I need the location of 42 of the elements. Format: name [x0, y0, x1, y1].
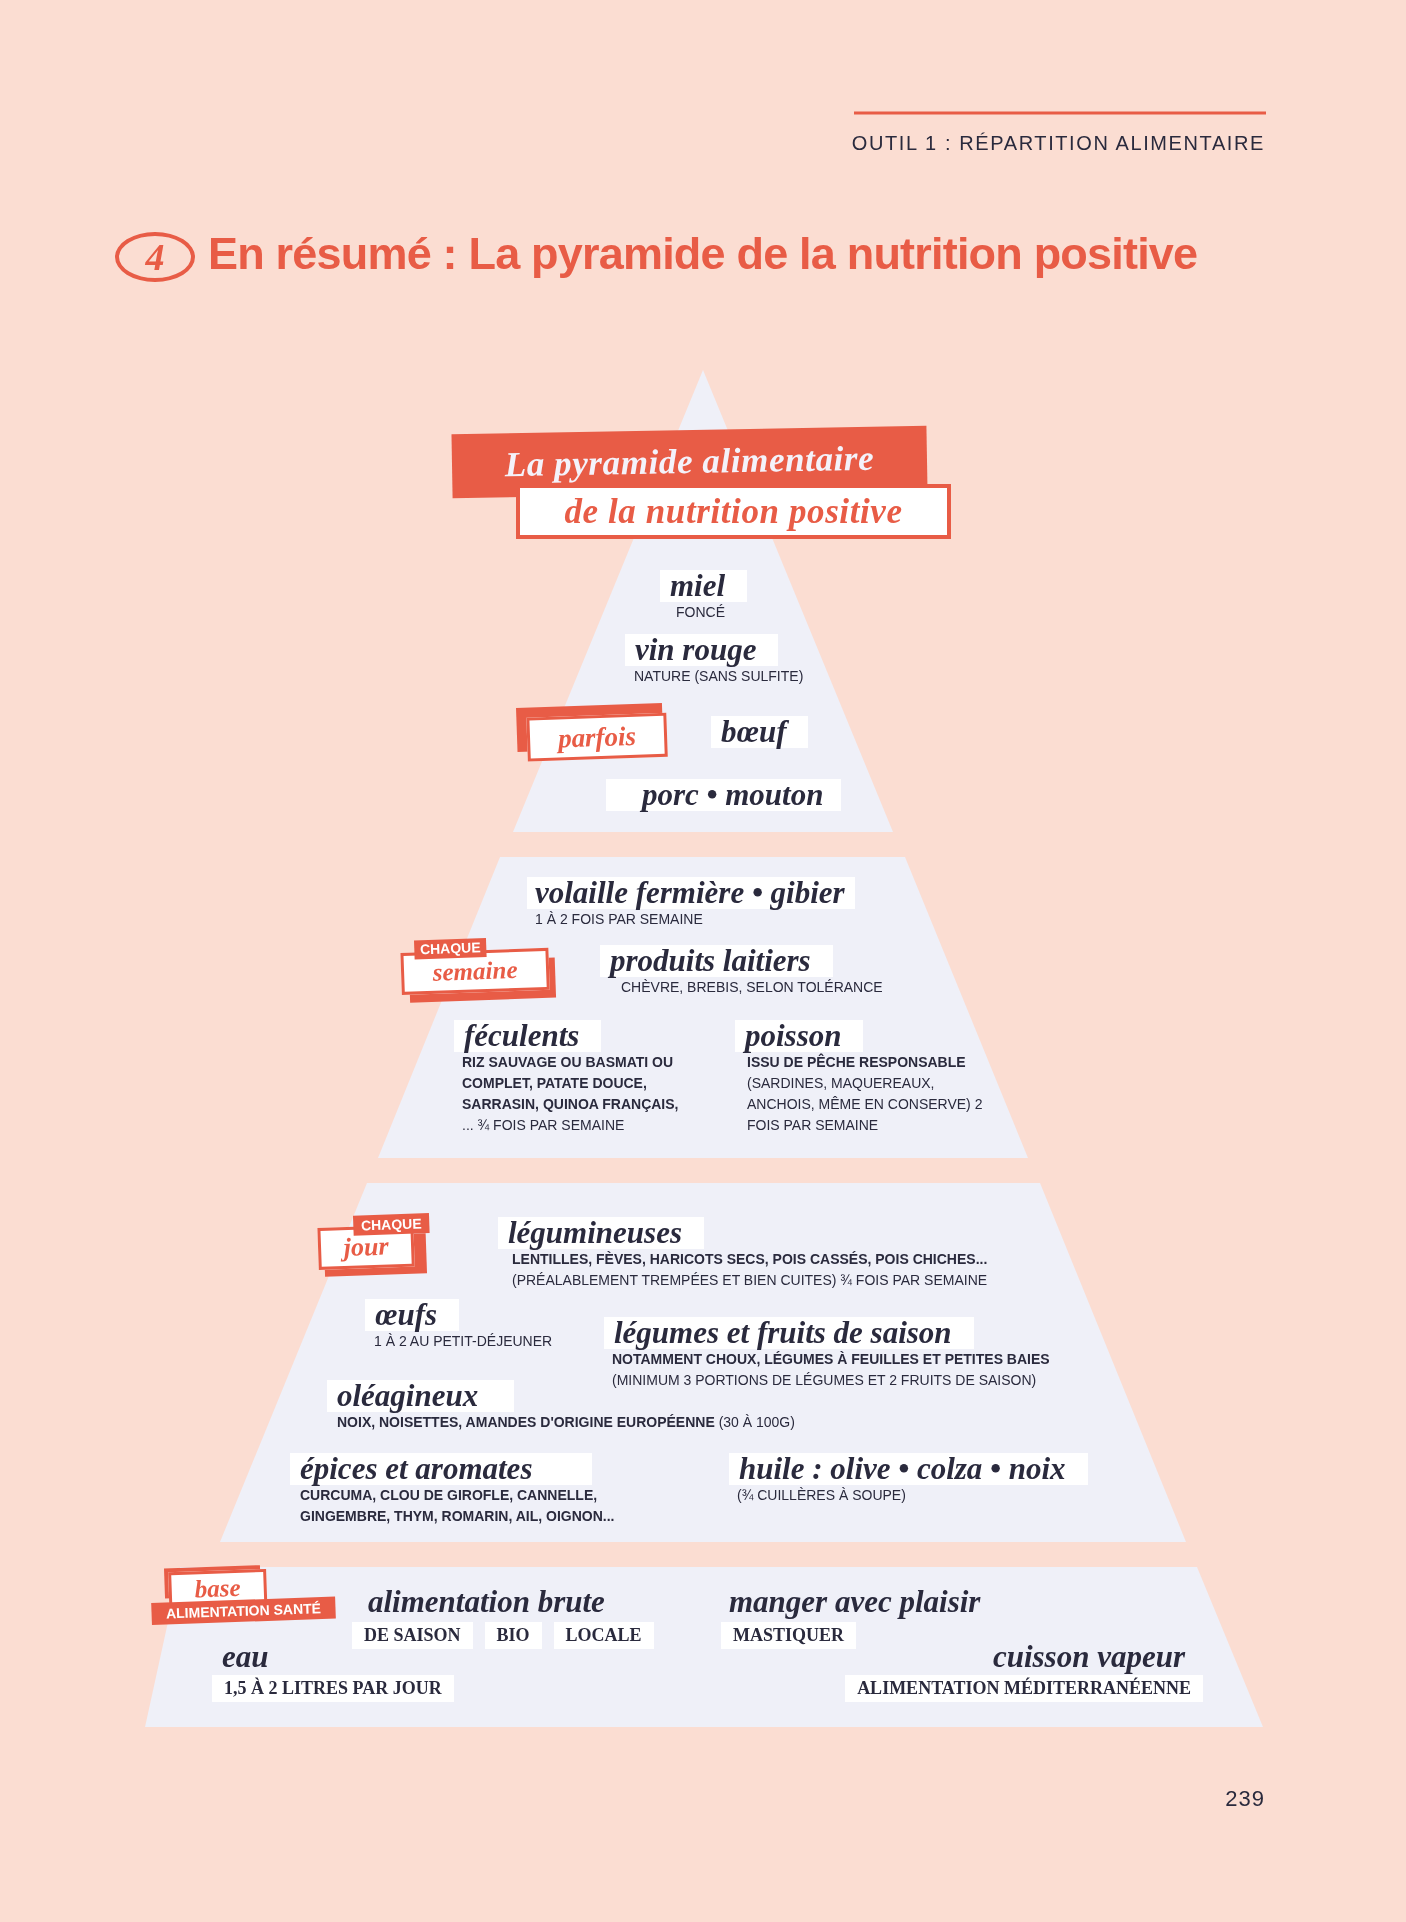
food-note: LENTILLES, FÈVES, HARICOTS SECS, POIS CASSÉS, POIS CHICHES...	[512, 1251, 988, 1269]
food-note: RIZ SAUVAGE OU BASMATI OU COMPLET, PATATE DOUCE, SARRASIN, QUINOA FRANÇAIS,	[461, 1053, 680, 1114]
food-heading: épices et aromates	[290, 1453, 593, 1485]
food-highlight: MASTIQUER	[721, 1622, 856, 1649]
food-note: (SARDINES, MAQUEREAUX, ANCHOIS, MÊME EN CONSERVE) 2 FOIS PAR SEMAINE	[746, 1074, 984, 1135]
food-note: (MINIMUM 3 PORTIONS DE LÉGUMES ET 2 FRUITS DE SAISON)	[611, 1371, 1038, 1390]
food-heading: féculents	[454, 1020, 602, 1052]
section-header: OUTIL 1 : RÉPARTITION ALIMENTAIRE	[851, 132, 1265, 155]
food-note: 1 À 2 FOIS PAR SEMAINE	[534, 910, 704, 929]
food-note: NATURE (SANS SULFITE)	[633, 667, 804, 686]
food-heading: manger avec plaisir	[728, 1586, 981, 1621]
food-note: CURCUMA, CLOU DE GIROFLE, CANNELLE, GINGEMBRE, THYM, ROMARIN, AIL, OIGNON...	[299, 1486, 616, 1526]
food-heading: bœuf	[711, 716, 809, 748]
food-heading: oléagineux	[327, 1380, 515, 1412]
food-highlight: 1,5 À 2 LITRES PAR JOUR	[212, 1675, 454, 1702]
food-note: (PRÉALABLEMENT TREMPÉES ET BIEN CUITES) ¾ FOIS PAR SEMAINE	[511, 1271, 988, 1290]
food-note: 1 À 2 AU PETIT-DÉJEUNER	[373, 1333, 553, 1351]
page-number: 239	[1225, 1786, 1265, 1812]
food-heading: porc • mouton	[606, 779, 842, 811]
frequency-subtag: CHAQUE	[414, 938, 487, 960]
food-note: CHÈVRE, BREBIS, SELON TOLÉRANCE	[621, 979, 883, 997]
food-note: ... ¾ FOIS PAR SEMAINE	[461, 1116, 626, 1135]
food-note: NOIX, NOISETTES, AMANDES D'ORIGINE EUROPÉENNE (30 À 100G)	[336, 1413, 795, 1432]
food-highlight: BIO	[484, 1622, 542, 1649]
food-highlight: ALIMENTATION MÉDITERRANÉENNE	[845, 1675, 1203, 1702]
food-highlight: DE SAISON	[352, 1622, 473, 1649]
step-number: 4	[115, 232, 195, 282]
food-heading: vin rouge	[625, 634, 779, 666]
food-heading: eau	[221, 1641, 270, 1675]
food-heading: huile : olive • colza • noix	[729, 1453, 1088, 1485]
frequency-subtag: CHAQUE	[353, 1213, 430, 1236]
food-heading: cuisson vapeur	[991, 1641, 1187, 1675]
food-heading: volaille fermière • gibier	[527, 877, 855, 909]
pyramid-title-banner: de la nutrition positive	[516, 484, 951, 539]
food-note: NOTAMMENT CHOUX, LÉGUMES À FEUILLES ET PETITES BAIES	[611, 1351, 1050, 1369]
food-note: (¾ CUILLÈRES À SOUPE)	[736, 1486, 907, 1505]
food-note: ISSU DE PÊCHE RESPONSABLE	[747, 1053, 967, 1072]
food-note: FONCÉ	[675, 603, 726, 622]
food-heading: miel	[660, 570, 748, 602]
food-heading: alimentation brute	[367, 1586, 606, 1621]
page-title: En résumé : La pyramide de la nutrition positive	[208, 228, 1198, 280]
food-highlight: LOCALE	[553, 1622, 654, 1649]
